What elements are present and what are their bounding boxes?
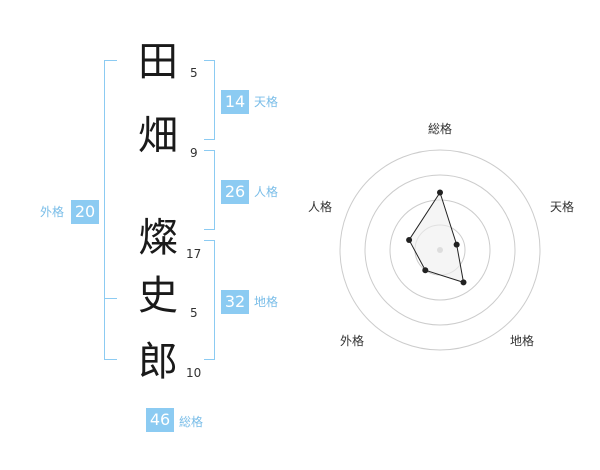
radar-point-1 xyxy=(453,241,460,248)
radar-point-2 xyxy=(460,279,467,286)
gaikaku-bracket xyxy=(104,60,117,360)
radar-points xyxy=(406,189,467,286)
stroke-count-3: 17 xyxy=(186,247,202,261)
chikaku-value-badge: 32 xyxy=(221,290,249,314)
radar-center xyxy=(437,247,443,253)
gaikaku-label: 外格 xyxy=(40,205,65,219)
jinkaku-bracket xyxy=(204,150,215,230)
jinkaku-label: 人格 xyxy=(254,185,279,199)
stroke-count-1: 5 xyxy=(190,66,198,80)
radar-point-4 xyxy=(406,236,413,243)
gaikaku-bracket-tick xyxy=(104,298,117,299)
radar-label-chikaku: 地格 xyxy=(510,334,535,348)
radar-label-jinkaku: 人格 xyxy=(308,200,333,214)
name-char-1: 田 xyxy=(138,39,178,85)
chikaku-label: 地格 xyxy=(254,295,279,309)
radar-label-gaikaku: 外格 xyxy=(340,334,365,348)
jinkaku-value-badge: 26 xyxy=(221,180,249,204)
stroke-count-5: 10 xyxy=(186,366,202,380)
name-char-4: 史 xyxy=(138,273,178,319)
gaikaku-value-badge: 20 xyxy=(71,200,99,224)
soukaku-label: 総格 xyxy=(179,415,204,429)
radar-ring-4 xyxy=(339,149,541,351)
name-char-3: 燦 xyxy=(138,215,178,261)
tenkaku-bracket xyxy=(204,60,215,140)
stroke-count-2: 9 xyxy=(190,146,198,160)
tenkaku-value-badge: 14 xyxy=(221,90,249,114)
radar-label-soukaku: 総格 xyxy=(428,122,453,136)
name-char-2: 畑 xyxy=(138,113,178,159)
soukaku-value-badge: 46 xyxy=(146,408,174,432)
stroke-count-4: 5 xyxy=(190,306,198,320)
radar-point-3 xyxy=(422,267,429,274)
name-char-5: 郎 xyxy=(138,339,178,385)
radar-label-tenkaku: 天格 xyxy=(550,200,575,214)
radar-chart xyxy=(339,149,541,351)
tenkaku-label: 天格 xyxy=(254,95,279,109)
radar-polygon xyxy=(408,191,465,284)
chikaku-bracket xyxy=(204,240,215,360)
radar-ring-3 xyxy=(364,174,516,326)
radar-point-0 xyxy=(437,189,443,196)
